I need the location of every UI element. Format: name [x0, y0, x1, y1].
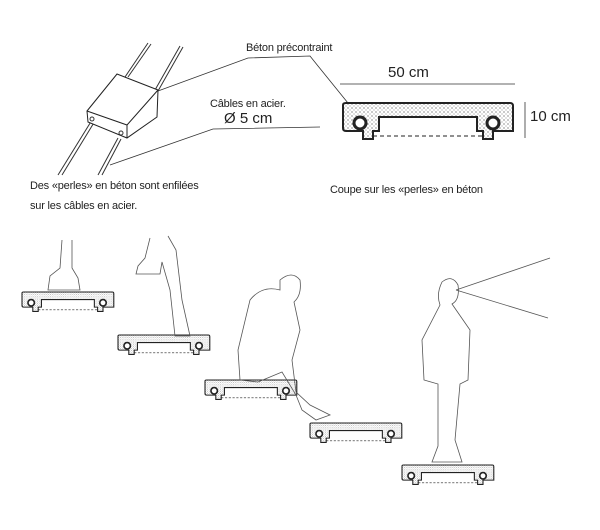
- step-profile-4: [309, 422, 403, 444]
- section-profile-large: [341, 101, 515, 141]
- sitting-person: [237, 274, 332, 421]
- step-profile-3: [204, 379, 298, 401]
- label-prestressed-concrete: Béton précontraint: [246, 42, 333, 54]
- label-width-50cm: 50 cm: [388, 64, 429, 81]
- label-height-10cm: 10 cm: [530, 108, 571, 125]
- label-beads-line2: sur les câbles en acier.: [30, 200, 138, 212]
- label-section-caption: Coupe sur les «perles» en béton: [330, 184, 483, 196]
- step-profile-2: [117, 334, 211, 356]
- step-profile-1: [21, 291, 115, 313]
- bead-illustration: [57, 42, 184, 176]
- standing-person: [421, 278, 471, 463]
- label-beads-line1: Des «perles» en béton sont enfilées: [30, 180, 199, 192]
- foot-figure-1: [47, 239, 81, 291]
- sight-lines: [455, 257, 551, 319]
- leader-lines: [109, 55, 526, 166]
- label-steel-cables: Câbles en acier.: [210, 98, 286, 110]
- leg-figure-2: [135, 235, 191, 337]
- label-cable-diameter: Ø 5 cm: [224, 110, 273, 127]
- step-profile-5: [401, 464, 495, 486]
